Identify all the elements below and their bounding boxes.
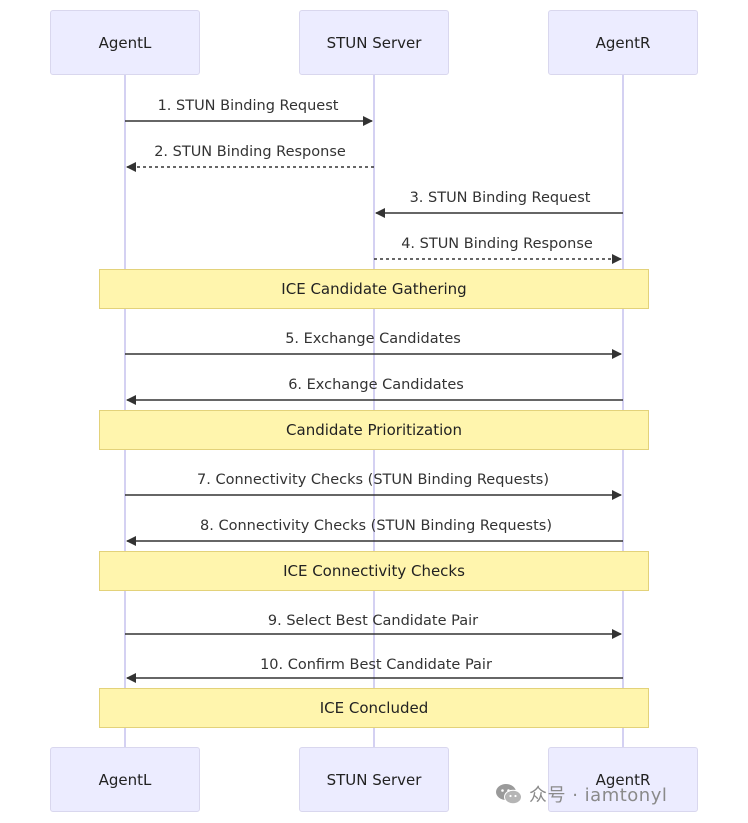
note-ice-connectivity-checks: ICE Connectivity Checks	[99, 551, 649, 591]
message-label-4: 4. STUN Binding Response	[401, 236, 593, 252]
message-label-9: 9. Select Best Candidate Pair	[267, 613, 479, 629]
message-label-2: 2. STUN Binding Response	[154, 144, 346, 160]
watermark-text: 众号 · iamtonyl	[529, 785, 668, 806]
message-label-3: 3. STUN Binding Request	[409, 190, 591, 206]
message-label-6: 6. Exchange Candidates	[288, 377, 464, 393]
message-label-5: 5. Exchange Candidates	[285, 331, 461, 347]
note-candidate-prioritization: Candidate Prioritization	[99, 410, 649, 450]
actor-agentl-top: AgentL	[50, 10, 200, 75]
message-label-10: 10. Confirm Best Candidate Pair	[260, 657, 492, 673]
actor-agentr-bottom: AgentR	[548, 747, 698, 812]
note-ice-candidate-gathering: ICE Candidate Gathering	[99, 269, 649, 309]
actor-stun-server-top: STUN Server	[299, 10, 449, 75]
actor-stun-server-bottom: STUN Server	[299, 747, 449, 812]
message-label-8: 8. Connectivity Checks (STUN Binding Req…	[200, 518, 552, 534]
wechat-icon	[496, 784, 522, 805]
actor-agentr-top: AgentR	[548, 10, 698, 75]
message-label-1: 1. STUN Binding Request	[157, 98, 339, 114]
note-ice-concluded: ICE Concluded	[99, 688, 649, 728]
actor-agentl-bottom: AgentL	[50, 747, 200, 812]
message-label-7: 7. Connectivity Checks (STUN Binding Req…	[197, 472, 549, 488]
watermark: 众号 · iamtonyl	[495, 780, 667, 808]
